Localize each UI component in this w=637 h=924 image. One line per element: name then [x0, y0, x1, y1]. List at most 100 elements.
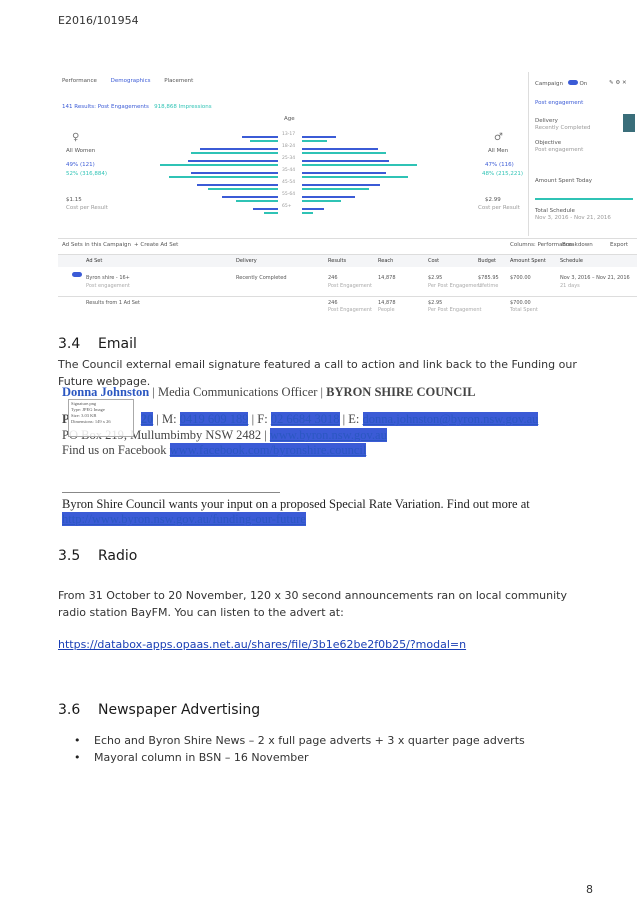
- campaign-toggle[interactable]: [567, 80, 578, 85]
- email-label: | E:: [339, 412, 363, 426]
- table-cell: Results: [328, 258, 347, 264]
- total-schedule-value: Nov 3, 2016 - Nov 21, 2016: [535, 215, 611, 221]
- table-cell: Ad Set: [86, 258, 103, 264]
- men-bar: [302, 208, 325, 210]
- age-group-label: 55-64: [282, 192, 296, 197]
- right-title: All Men: [488, 148, 509, 154]
- table-cell: 14,878: [378, 275, 396, 281]
- table-cell: $700.00: [510, 275, 531, 281]
- fax-number[interactable]: 02 6684 3018: [270, 412, 340, 426]
- table-cell: Delivery: [236, 258, 257, 264]
- email-signature: Donna Johnston | Media Communications Of…: [62, 384, 562, 527]
- phone-number[interactable]: 20: [140, 412, 154, 426]
- left-pct1: 49% (121): [66, 162, 95, 168]
- women-bar: [250, 140, 278, 142]
- women-bar: [196, 184, 278, 186]
- table-cell: Post Engagement: [328, 283, 372, 289]
- cta-link[interactable]: http://www.byron.nsw.gov.au/funding-our-…: [62, 512, 306, 526]
- edit-icon[interactable]: ✎ ⚙ ✕: [609, 80, 627, 86]
- table-cell: Recently Completed: [236, 275, 287, 281]
- list-item: Echo and Byron Shire News – 2 x full pag…: [72, 732, 525, 749]
- table-cell: Post Engagement: [328, 307, 372, 313]
- facebook-link[interactable]: www.facebook.com/byronshire.council: [169, 443, 367, 457]
- table-cell: $2.95: [428, 275, 443, 281]
- table-cell: Nov 3, 2016 – Nov 21, 2016: [560, 275, 630, 281]
- facebook-label: Find us on Facebook: [62, 443, 170, 457]
- section-heading-radio: 3.5 Radio: [58, 548, 137, 564]
- section-title: Email: [98, 336, 137, 352]
- table-cell: Post engagement: [86, 283, 130, 289]
- table-total-sub: Post Engagement People Per Post Engagement…: [58, 304, 637, 316]
- impressions-line: 918,868 Impressions: [154, 104, 212, 110]
- table-cell: People: [378, 307, 395, 313]
- campaign-toggle-label: On: [579, 81, 588, 87]
- columns-dropdown[interactable]: Columns: Performance: [510, 242, 573, 248]
- tab-demographics[interactable]: Demographics: [110, 78, 151, 84]
- age-group-label: 65+: [282, 204, 292, 209]
- age-group-label: 35-44: [282, 168, 296, 173]
- table-cell: Budget: [478, 258, 496, 264]
- adsets-dropdown[interactable]: Ad Sets in this Campaign: [62, 242, 132, 248]
- list-item: Mayoral column in BSN – 16 November: [72, 749, 525, 766]
- signature-org: BYRON SHIRE COUNCIL: [326, 385, 476, 399]
- table-cell: Per Post Engagement: [428, 307, 482, 313]
- objective-value: Post engagement: [535, 147, 584, 153]
- table-cell: 21 days: [560, 283, 580, 289]
- men-bar: [302, 148, 378, 150]
- delivery-value: Recently Completed: [535, 125, 591, 131]
- facebook-ads-screenshot: Performance Demographics Placement 141 R…: [58, 72, 637, 324]
- men-bar: [302, 140, 328, 142]
- section-number: 3.5: [58, 548, 81, 564]
- men-bar: [302, 196, 356, 198]
- left-amount: $1.15: [66, 197, 82, 203]
- mobile-number[interactable]: 0419 609 189: [179, 412, 249, 426]
- table-cell: Total Spent: [510, 307, 538, 313]
- create-adset-button[interactable]: + Create Ad Set: [134, 242, 179, 248]
- women-bar: [252, 208, 278, 210]
- men-bar: [302, 136, 336, 138]
- radio-paragraph: From 31 October to 20 November, 120 x 30…: [58, 589, 567, 619]
- table-cell: Lifetime: [478, 283, 499, 289]
- age-group-label: 18-24: [282, 144, 296, 149]
- women-bar: [160, 164, 278, 166]
- radio-advert-link[interactable]: https://databox-apps.opaas.net.au/shares…: [58, 638, 467, 651]
- export-button[interactable]: Export: [610, 242, 629, 248]
- section-title: Radio: [98, 548, 138, 564]
- website-link[interactable]: www.byron.nsw.gov.au: [269, 428, 387, 442]
- document-reference: E2016/101954: [58, 14, 139, 27]
- newspaper-list: Echo and Byron Shire News – 2 x full pag…: [72, 732, 525, 766]
- breakdown-dropdown[interactable]: Breakdown: [562, 242, 593, 248]
- table-cell: Results from 1 Ad Set: [86, 300, 140, 306]
- left-amount-label: Cost per Result: [66, 205, 108, 211]
- right-amount: $2.99: [485, 197, 501, 203]
- table-cell: Amount Spent: [510, 258, 546, 264]
- men-bar: [302, 176, 409, 178]
- tab-performance[interactable]: Performance: [62, 78, 97, 84]
- left-title: All Women: [66, 148, 96, 154]
- men-bar: [302, 212, 314, 214]
- spend-progress-bar: [535, 198, 633, 200]
- phone-prefix: P: [62, 412, 70, 426]
- women-bar: [191, 172, 278, 174]
- women-bar: [241, 136, 278, 138]
- men-bar: [302, 152, 386, 154]
- amount-spent-label: Amount Spent Today: [535, 178, 593, 184]
- age-group-label: 45-54: [282, 180, 296, 185]
- ad-thumbnail: [623, 114, 635, 132]
- table-cell: Byron shire - 16+: [86, 275, 130, 281]
- women-bar: [191, 152, 278, 154]
- section-number: 3.4: [58, 336, 81, 352]
- woman-icon: ♀: [72, 132, 80, 143]
- tab-placement[interactable]: Placement: [164, 78, 194, 84]
- adset-toggle[interactable]: [72, 272, 82, 277]
- table-cell: 14,878: [378, 300, 396, 306]
- women-bar: [264, 212, 278, 214]
- women-bar: [188, 160, 278, 162]
- signature-cta: Byron Shire Council wants your input on …: [62, 497, 530, 511]
- section-number: 3.6: [58, 702, 81, 718]
- email-link[interactable]: donna.johnston@byron.nsw.gov.au: [362, 412, 539, 426]
